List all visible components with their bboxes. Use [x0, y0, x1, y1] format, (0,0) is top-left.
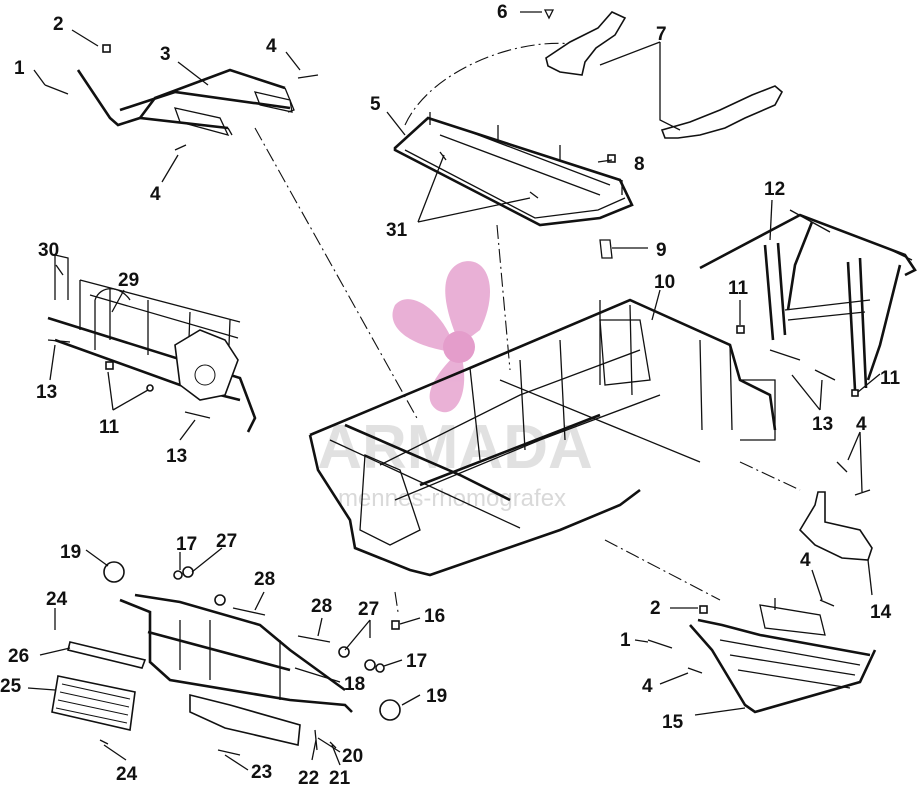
callout-11: 11	[728, 278, 749, 299]
part-main-frame	[308, 298, 777, 577]
part-rear-skid-frame	[689, 598, 877, 714]
callout-8: 8	[634, 154, 645, 175]
watermark-propeller-blade	[445, 261, 491, 345]
callout-27: 27	[216, 531, 237, 552]
callout-9: 9	[656, 240, 667, 261]
callout-16: 16	[424, 606, 445, 627]
part-upper-front-bracket	[76, 68, 295, 136]
callout-15: 15	[662, 712, 684, 733]
watermark-propeller-blade	[429, 355, 465, 413]
callout-18: 18	[344, 674, 365, 695]
callout-4: 4	[266, 36, 277, 57]
part-tray-frame	[393, 112, 634, 259]
part-front-bumper	[119, 593, 353, 746]
callout-28: 28	[311, 596, 332, 617]
callout-11: 11	[99, 417, 120, 438]
callout-23: 23	[251, 762, 272, 783]
callout-11: 11	[880, 368, 901, 389]
callout-21: 21	[329, 768, 351, 787]
callout-26: 26	[8, 646, 29, 667]
part-grille-mesh	[51, 641, 147, 731]
callout-20: 20	[342, 746, 363, 767]
centerline-leaders	[254, 42, 801, 613]
callout-24: 24	[46, 589, 68, 610]
callout-27: 27	[358, 599, 379, 620]
callout-29: 29	[118, 270, 139, 291]
callout-31: 31	[386, 220, 408, 241]
watermark-propeller-blade	[392, 299, 452, 352]
callout-2: 2	[53, 14, 64, 35]
callout-6: 6	[497, 2, 508, 23]
callout-10: 10	[654, 272, 675, 293]
callout-1: 1	[14, 58, 25, 79]
part-cover-plates	[543, 9, 784, 139]
part-rops-frame	[699, 209, 917, 391]
callout-19: 19	[426, 686, 447, 707]
callout-24: 24	[116, 764, 138, 785]
watermark-tagline: mennes-rhomografex	[338, 485, 566, 512]
callout-7: 7	[656, 24, 667, 45]
callout-13: 13	[166, 446, 187, 467]
callout-13: 13	[36, 382, 57, 403]
callout-22: 22	[298, 768, 319, 787]
callout-25: 25	[0, 676, 22, 697]
callout-2: 2	[650, 598, 661, 619]
callout-14: 14	[870, 602, 892, 623]
part-mount-bracket	[798, 491, 873, 561]
part-front-subframe	[47, 254, 257, 433]
callout-1: 1	[620, 630, 631, 651]
watermark-logo	[392, 261, 491, 413]
callout-4: 4	[856, 414, 867, 435]
callout-4: 4	[800, 550, 811, 571]
callout-12: 12	[764, 179, 785, 200]
callout-13: 13	[812, 414, 833, 435]
leader-lines	[27, 11, 881, 771]
callout-4: 4	[642, 676, 653, 697]
callout-19: 19	[60, 542, 81, 563]
callout-3: 3	[160, 44, 171, 65]
callout-30: 30	[38, 240, 59, 261]
callout-5: 5	[370, 94, 381, 115]
watermark-propeller-hub	[443, 331, 475, 363]
callout-4: 4	[150, 184, 161, 205]
callout-17: 17	[406, 651, 427, 672]
callout-17: 17	[176, 534, 197, 555]
callout-28: 28	[254, 569, 275, 590]
